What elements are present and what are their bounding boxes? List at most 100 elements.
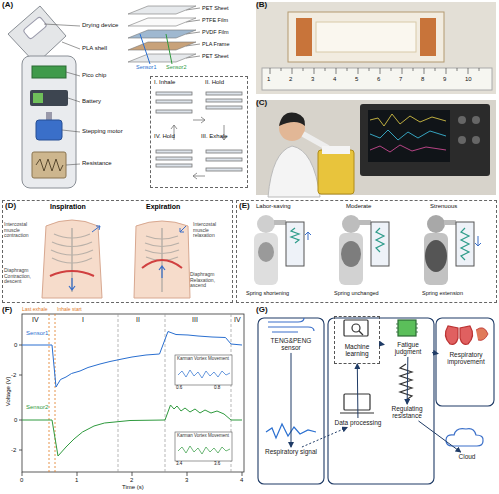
inset-note: Karman Vortex Movement	[177, 357, 231, 362]
breathing-silhouettes	[291, 228, 299, 243]
photo-c	[318, 150, 354, 194]
cycle-sketch	[193, 117, 205, 123]
phase-label: I. Inhale	[154, 79, 175, 86]
flow-step: Data processing	[332, 418, 384, 427]
ruler-number: 10	[465, 76, 472, 83]
layer-name: PTFE Film	[202, 17, 228, 23]
photo-c	[472, 136, 480, 144]
torso-illustration	[42, 220, 102, 298]
marker-note: Last exhale	[22, 307, 48, 313]
signal-trace	[22, 332, 242, 388]
breathing-silhouettes	[254, 215, 481, 285]
axis-title: Time (s)	[122, 484, 144, 491]
flow-icon	[268, 318, 314, 332]
cycle-sketch	[156, 157, 192, 160]
flow-arrow	[407, 357, 409, 404]
phase-label: IV	[32, 316, 39, 324]
breathing-silhouettes	[254, 233, 278, 285]
cycle-inset: I. InhaleII. HoldIV. HoldIII. Exhale	[150, 76, 248, 188]
ruler-number: 8	[421, 76, 424, 83]
breathing-silhouettes	[341, 241, 361, 267]
photo-c	[370, 114, 446, 126]
layer-name: PLA Frame	[202, 41, 230, 47]
effort-level: Labor-saving	[256, 203, 291, 210]
flow-icon	[266, 424, 316, 438]
photo-c	[256, 100, 496, 197]
breathing-silhouettes	[305, 232, 311, 240]
tick-label: 4	[240, 477, 243, 484]
torso-illustration	[42, 220, 190, 298]
part-name: Pico chip	[82, 72, 106, 79]
photo-c	[360, 104, 490, 176]
anatomy-note: Inspiration	[50, 203, 86, 211]
flow-icon	[352, 324, 360, 332]
layer-stack	[128, 6, 196, 14]
leader-line	[44, 24, 80, 26]
cycle-sketch	[206, 158, 242, 161]
tick-label: 3	[185, 477, 188, 484]
device-illustration	[32, 152, 66, 178]
layer-stack	[128, 30, 196, 38]
photo-c	[368, 110, 450, 162]
cycle-sketch	[206, 168, 242, 171]
flow-group-frame	[258, 318, 494, 484]
phase-label: III	[192, 316, 198, 324]
breathing-silhouettes	[339, 233, 363, 285]
photo-c	[472, 116, 480, 124]
leader-line	[44, 8, 200, 165]
flow-arrow	[291, 353, 292, 447]
photo-b	[316, 22, 416, 52]
ruler-number: 7	[399, 76, 402, 83]
phase-label: II. Hold	[205, 79, 224, 86]
effort-level: Spring shortening	[246, 290, 289, 296]
effort-level: Moderate	[346, 203, 371, 210]
cycle-sketch	[156, 92, 192, 95]
photo-c	[268, 146, 320, 197]
flow-arrow	[357, 364, 359, 418]
flow-step: Respiratory improvement	[438, 350, 494, 367]
flow-step: Cloud	[444, 452, 490, 461]
model-box: Machine learning	[334, 316, 380, 364]
cycle-sketch	[156, 100, 192, 103]
tick-label: 3.4	[176, 462, 182, 467]
step-label: Respiratory signal	[261, 448, 321, 455]
ruler-number: 1	[267, 76, 270, 83]
part-name: Resistance	[82, 160, 112, 167]
flow-arrow	[432, 353, 438, 354]
part-name: PLA shell	[82, 45, 107, 52]
torso-illustration	[159, 266, 165, 278]
breathing-silhouettes	[371, 222, 389, 266]
breathing-silhouettes	[425, 240, 447, 272]
layer-name: PET Sheet	[202, 5, 229, 11]
flow-icon	[398, 320, 416, 336]
panel-letter: (F)	[2, 306, 12, 315]
tick-label: -2	[11, 447, 16, 454]
cycle-sketch	[206, 106, 242, 109]
anatomy-note: Diaphragm Relaxation, ascend	[190, 272, 230, 289]
phase-label: IV. Hold	[154, 133, 175, 140]
photo-c	[279, 113, 305, 126]
leader-line	[62, 42, 80, 49]
anatomy-note: Intercostal muscle relaxation	[193, 222, 230, 239]
step-label: Respiratory improvement	[439, 351, 493, 366]
breathing-silhouettes	[342, 215, 360, 233]
device-illustration	[22, 56, 76, 188]
chart-axes	[22, 314, 244, 472]
chart-axes	[19, 314, 244, 476]
photo-c	[322, 146, 350, 154]
anatomy-note: Expiration	[146, 203, 180, 211]
flow-icon	[476, 328, 488, 341]
inset-zoom	[175, 432, 232, 461]
tick-label: 2	[130, 477, 133, 484]
inset-zoom	[178, 446, 230, 454]
step-label: TENG&PENG sensor	[261, 337, 321, 352]
tick-label: 0.6	[176, 386, 182, 391]
device-illustration	[46, 112, 52, 120]
cycle-sketch	[156, 164, 192, 167]
leader-line	[66, 72, 80, 76]
device-illustration	[8, 6, 66, 64]
photo-c	[370, 145, 446, 152]
torso-illustration	[134, 221, 190, 298]
